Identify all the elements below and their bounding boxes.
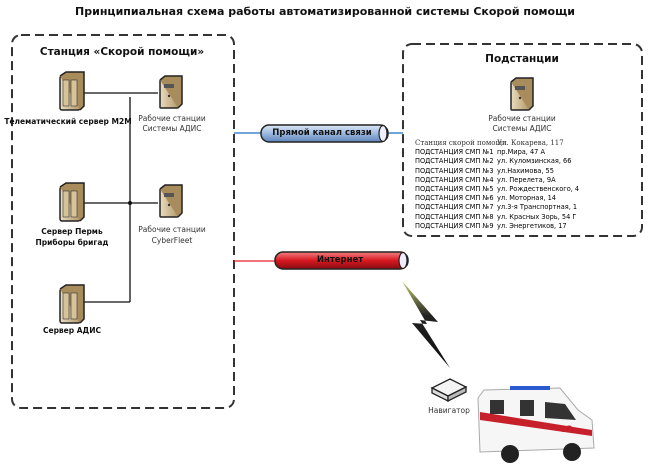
internet-label: Интернет [316, 255, 364, 265]
substation-name: ПОДСТАНЦИЯ СМП №1 [415, 148, 494, 157]
cyberfleet-ws-label-2: CyberFleet [151, 236, 193, 245]
substation-name: ПОДСТАНЦИЯ СМП №9 [415, 221, 494, 230]
substation-address: ул. Куломзинская, 66 [497, 157, 572, 166]
m2m-server-icon [59, 71, 85, 111]
ambulance-image: 03 [477, 386, 595, 463]
substation-name: Станция скорой помощи [415, 139, 507, 147]
substation-workstation-icon [510, 77, 534, 111]
lan-bus [82, 92, 158, 303]
substation-address: ул. Рождественского, 4 [497, 185, 580, 194]
substations-boundary [402, 43, 643, 237]
page-title: Принципиальная схема работы автоматизиро… [75, 5, 575, 18]
adis-server-icon [59, 284, 85, 324]
substation-address: ул. Моторная, 14 [497, 194, 556, 203]
svg-text:03: 03 [560, 425, 573, 435]
navigator-label: Навигатор [428, 406, 470, 415]
substation-address: ул. Энергетиков, 17 [497, 221, 567, 230]
substations-title: Подстанции [485, 53, 559, 65]
lightning-icon [402, 281, 450, 368]
substation-address: ул. Перелета, 9А [497, 175, 556, 184]
station-boundary [11, 34, 235, 409]
substation-ws-label-2: Системы АДИС [492, 124, 552, 133]
substation-address: ул. Красных Зорь, 54 Г [497, 212, 577, 221]
direct-channel-label: Прямой канал связи [272, 128, 372, 138]
perm-server-icon [59, 182, 85, 222]
adis-ws-label-1: Рабочие станции [138, 114, 206, 123]
substation-address: Ул. Кокарева, 117 [497, 139, 564, 147]
substation-address: ул.Нахимова, 55 [497, 166, 554, 175]
substation-ws-label-1: Рабочие станции [488, 114, 556, 123]
substation-name: ПОДСТАНЦИЯ СМП №3 [415, 166, 494, 175]
substation-name: ПОДСТАНЦИЯ СМП №5 [415, 185, 494, 194]
perm-server-label-1: Сервер Пермь [41, 227, 103, 236]
substation-name: ПОДСТАНЦИЯ СМП №7 [415, 203, 494, 212]
substation-address: ул.3-я Транспортная, 1 [497, 203, 578, 212]
substation-name: ПОДСТАНЦИЯ СМП №8 [415, 212, 494, 221]
adis-workstation-icon [159, 75, 183, 109]
navigator-icon [430, 378, 468, 403]
station-title: Станция «Скорой помощи» [39, 46, 205, 58]
substation-list-item: Станция скорой помощиУл. Кокарева, 117 [415, 139, 579, 148]
perm-server-label-2: Приборы бригад [35, 238, 109, 247]
substation-name: ПОДСТАНЦИЯ СМП №6 [415, 194, 494, 203]
adis-ws-label-2: Системы АДИС [142, 124, 202, 133]
adis-server-label: Сервер АДИС [42, 326, 102, 335]
substation-address: пр.Мира, 47 А [497, 148, 545, 157]
cyberfleet-ws-label-1: Рабочие станции [138, 225, 206, 234]
substation-name: ПОДСТАНЦИЯ СМП №4 [415, 175, 494, 184]
direct-channel-pipe [260, 124, 389, 143]
cyberfleet-workstation-icon [159, 184, 183, 218]
m2m-server-label: Телематический сервер М2М [4, 117, 132, 126]
internet-pipe [274, 251, 409, 270]
substation-name: ПОДСТАНЦИЯ СМП №2 [415, 157, 494, 166]
